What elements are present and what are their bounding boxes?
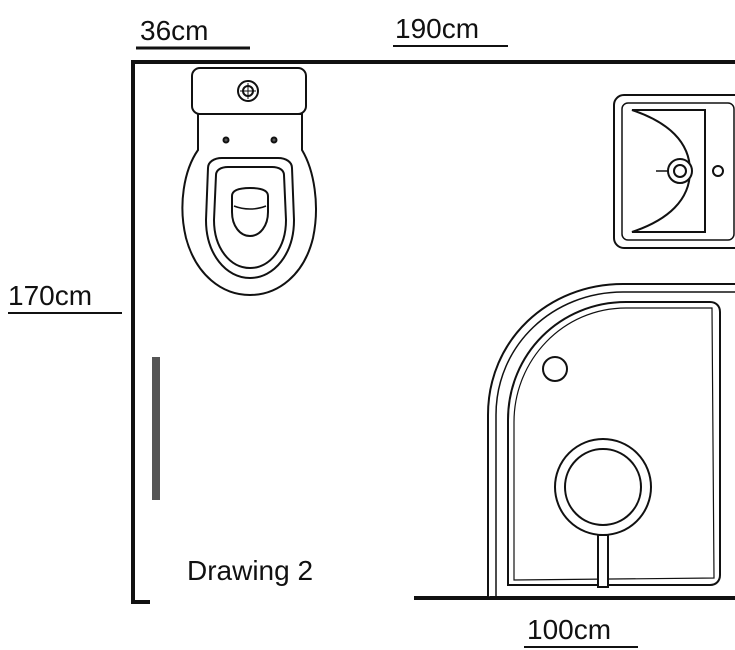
walls — [131, 60, 735, 604]
seat-hinge-right — [270, 136, 278, 144]
shower-drain-small — [542, 356, 568, 382]
shower-tray-outer-inner — [495, 291, 735, 598]
shower-drain-ring-inner — [564, 448, 642, 526]
dimension-100cm: 100cm — [524, 614, 638, 648]
dimension-label-shower-opening: 100cm — [527, 614, 611, 645]
dimension-190cm: 190cm — [393, 13, 508, 47]
dimension-label-room-width: 190cm — [395, 13, 479, 44]
basin-drain-inner — [673, 164, 687, 178]
shower-tray-icon — [487, 283, 735, 598]
dimension-label-room-depth: 170cm — [8, 280, 92, 311]
toilet-bowl-hole-line — [233, 205, 267, 210]
dimension-36cm: 36cm — [136, 15, 250, 50]
seat-hinge-left — [222, 136, 230, 144]
toilet-icon — [181, 67, 317, 297]
dimension-label-toilet-width: 36cm — [140, 15, 208, 46]
toilet-bowl-hole — [231, 186, 269, 238]
drawing-caption: Drawing 2 — [187, 555, 313, 586]
shower-tray-basin-inner — [513, 307, 715, 581]
washbasin-icon — [613, 94, 735, 249]
shower-channel — [597, 534, 609, 588]
door-icon — [152, 357, 160, 500]
tap-hole — [712, 165, 724, 177]
dimension-170cm: 170cm — [8, 280, 122, 314]
